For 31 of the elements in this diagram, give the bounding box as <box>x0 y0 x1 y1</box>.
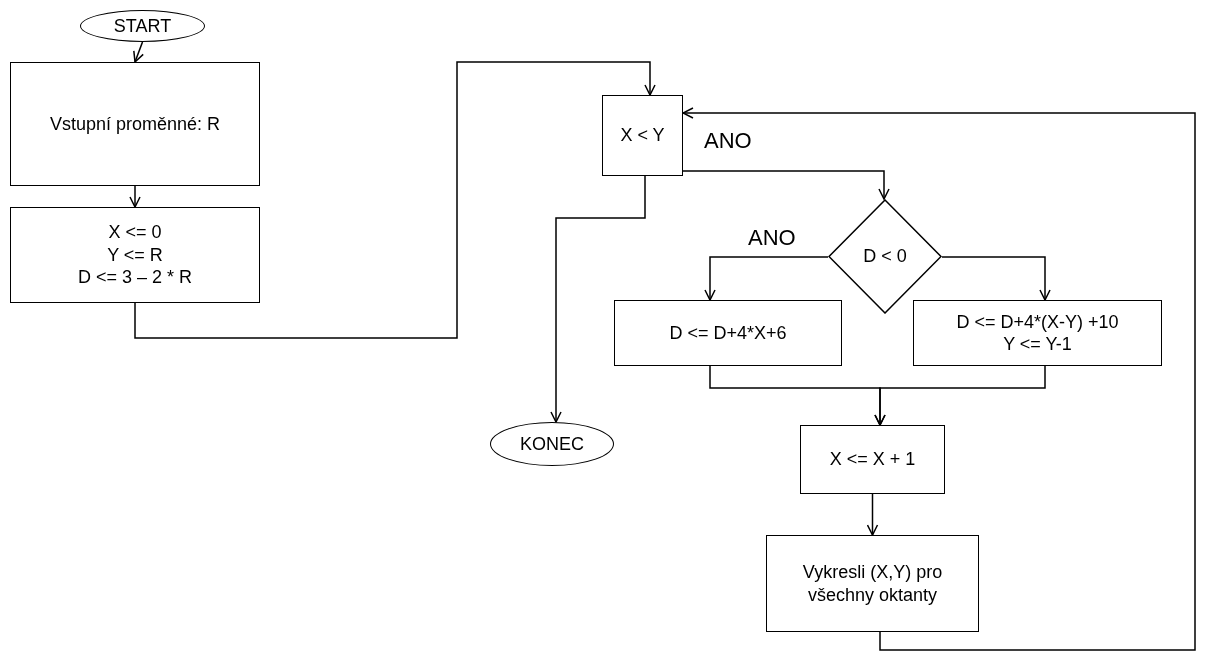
node-text: KONEC <box>520 432 584 456</box>
node-text: Vstupní proměnné: R <box>49 112 221 136</box>
node-text: Y <= Y-1 <box>1003 333 1072 356</box>
process-box <box>766 535 979 632</box>
node-text: D < 0 <box>863 245 907 268</box>
condition-box <box>602 95 683 176</box>
node-text: D <= D+4*X+6 <box>669 321 787 345</box>
process-box <box>800 425 945 494</box>
arrow <box>682 107 1196 651</box>
node-text: D <= D+4*(X-Y) +10 <box>956 310 1119 333</box>
arrow <box>682 170 890 200</box>
node-text: Y <= R <box>107 243 163 267</box>
arrow <box>550 175 646 423</box>
decision-diamond <box>828 199 942 314</box>
node-text: X <= X + 1 <box>829 448 916 471</box>
process-box <box>913 300 1162 366</box>
arrow <box>866 493 879 536</box>
process-box <box>10 62 260 186</box>
arrow <box>941 256 1051 301</box>
arrow <box>704 256 829 301</box>
process-box <box>614 300 842 366</box>
arrow <box>134 61 656 339</box>
node-text: D <= 3 – 2 * R <box>77 266 193 289</box>
arrow <box>129 185 141 208</box>
arrow <box>874 365 1046 426</box>
process-box <box>10 207 260 303</box>
arrow <box>133 41 144 63</box>
node-text: START <box>113 14 172 38</box>
node-text: X <= 0 <box>108 221 162 244</box>
node-text: Vykresli (X,Y) pro všechny oktanty <box>802 561 943 606</box>
node-text: X < Y <box>620 124 665 147</box>
